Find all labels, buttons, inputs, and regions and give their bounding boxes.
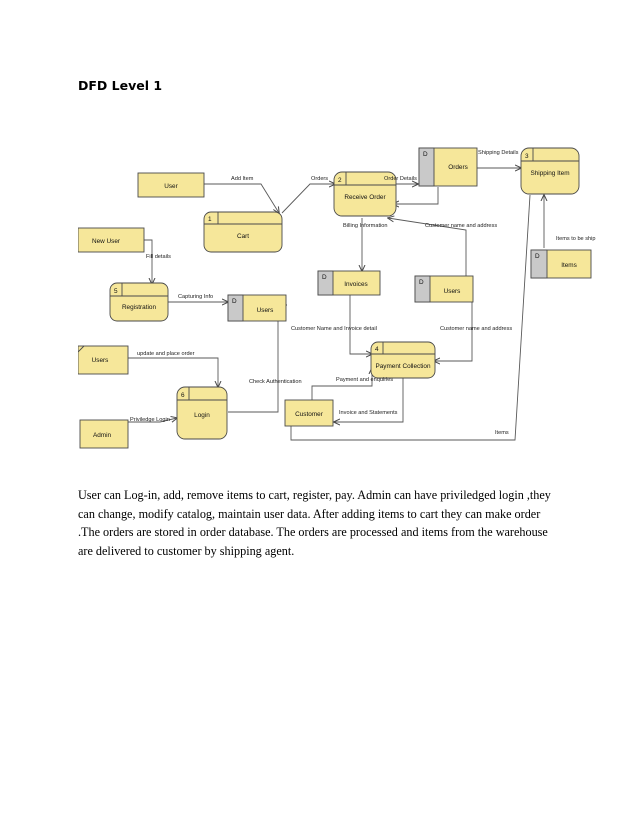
svg-text:Registration: Registration (122, 304, 157, 311)
flow-orders-back (393, 187, 439, 204)
entity-new-user: New User (78, 227, 145, 253)
datastore-users-2: D Users (414, 275, 474, 303)
flow-customer-name-address-1 (388, 218, 467, 276)
label-invoice-statements: Invoice and Statements (339, 410, 398, 416)
svg-text:Cart: Cart (237, 233, 249, 240)
entity-user: User (137, 172, 205, 198)
svg-text:Users: Users (92, 357, 109, 364)
label-orders: Orders (311, 176, 328, 182)
label-items-to-be-ship: Items to be ship (556, 236, 596, 242)
label-priviledge-login: Priviledge Login (130, 417, 170, 423)
flow-fill-details (144, 239, 152, 284)
process-shipping-item: 3 Shipping Item (520, 147, 580, 195)
svg-text:Orders: Orders (448, 164, 468, 171)
svg-text:D: D (535, 253, 540, 260)
label-customer-name-invoice: Customer Name and Invoice detail (291, 326, 377, 332)
label-check-authentication: Check Authentication (249, 379, 302, 385)
svg-text:D: D (419, 279, 424, 286)
datastore-items: D Items (530, 249, 592, 279)
datastore-users-1: D Users (227, 294, 287, 322)
flow-priviledge-login (124, 418, 177, 422)
svg-text:6: 6 (181, 392, 185, 399)
label-fill-details: Fill details (146, 254, 171, 260)
datastore-invoices: D Invoices (317, 270, 381, 296)
svg-text:Items: Items (561, 262, 577, 269)
svg-text:1: 1 (208, 216, 212, 223)
process-login: 6 Login (176, 386, 228, 440)
entity-users: Users (78, 345, 129, 375)
flow-customer-name-invoice (349, 295, 372, 354)
svg-text:Admin: Admin (93, 432, 112, 439)
svg-text:D: D (322, 274, 327, 281)
entity-admin: Admin (79, 419, 129, 449)
svg-text:Payment Collection: Payment Collection (375, 363, 431, 370)
page-title: DFD Level 1 (78, 78, 163, 93)
svg-text:Users: Users (257, 307, 274, 314)
label-billing-information: Billing Information (343, 223, 387, 229)
flow-items (291, 194, 531, 441)
svg-text:User: User (164, 183, 178, 190)
label-shipping-details: Shipping Details (478, 150, 519, 156)
label-items: Items (495, 430, 509, 436)
svg-text:Invoices: Invoices (344, 281, 367, 288)
process-receive-order: 2 Receive Order (333, 171, 397, 217)
svg-text:D: D (232, 298, 237, 305)
datastore-orders: D Orders (418, 147, 478, 187)
svg-text:Login: Login (194, 412, 210, 419)
label-add-item: Add Item (231, 176, 254, 182)
label-update-place-order: update and place order (137, 351, 195, 357)
label-capturing-info: Capturing Info (178, 294, 213, 300)
svg-text:5: 5 (114, 288, 118, 295)
svg-text:4: 4 (375, 346, 379, 353)
label-payment-enquiries: Payment and enquiries (336, 377, 393, 383)
svg-text:Receive Order: Receive Order (344, 194, 386, 201)
flow-orders (281, 184, 335, 214)
process-cart: 1 Cart (203, 211, 283, 253)
process-payment-collection: 4 Payment Collection (370, 341, 436, 379)
flow-update-place-order (120, 357, 218, 387)
svg-text:3: 3 (525, 153, 529, 160)
svg-text:Shipping Item: Shipping Item (530, 170, 569, 177)
flow-payment-enquiries (311, 368, 372, 402)
dfd-diagram: User New User Users Admin Customer 1 Car… (78, 140, 606, 462)
label-customer-name-address-1: Customer name and address (425, 223, 497, 229)
label-order-details: Order Details (384, 176, 417, 182)
entity-customer: Customer (284, 399, 334, 427)
svg-text:2: 2 (338, 177, 342, 184)
svg-text:New User: New User (92, 238, 121, 245)
svg-text:Customer: Customer (295, 411, 324, 418)
svg-text:D: D (423, 151, 428, 158)
flow-customer-name-address-2 (434, 300, 473, 361)
description-paragraph: User can Log-in, add, remove items to ca… (78, 488, 551, 558)
process-registration: 5 Registration (109, 282, 169, 322)
label-customer-name-address-2: Customer name and address (440, 326, 512, 332)
flow-invoice-statements (334, 368, 404, 422)
flow-add-item (204, 183, 279, 213)
svg-text:Users: Users (444, 288, 461, 295)
